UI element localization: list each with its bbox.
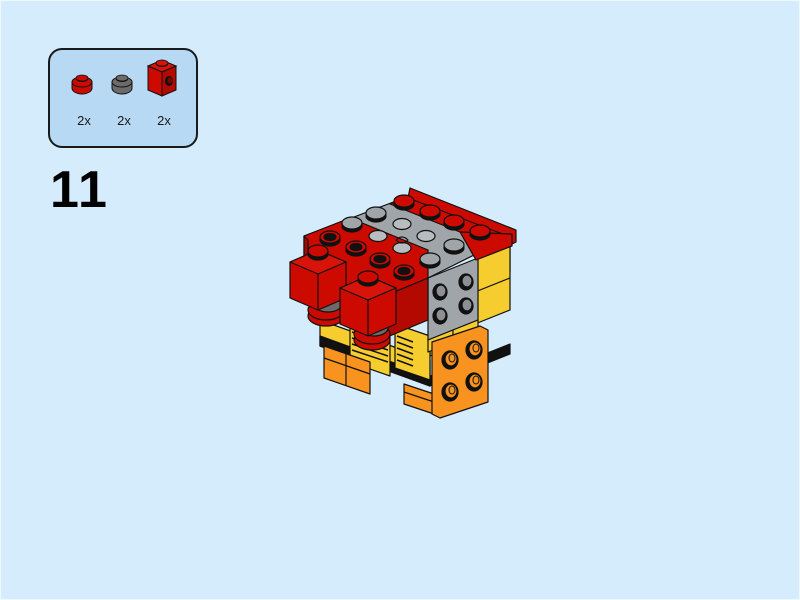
- build-model: [280, 180, 530, 420]
- part-quantity: 2x: [157, 113, 171, 128]
- part-red-round-plate: 2x: [64, 50, 104, 146]
- red-brick-stud-on-side-icon: [146, 59, 178, 97]
- gray-round-plate-icon: [111, 74, 133, 95]
- parts-callout: 2x 2x 2x: [48, 48, 198, 148]
- part-quantity: 2x: [117, 113, 131, 128]
- part-red-brick-stud-side: 2x: [144, 50, 184, 146]
- brickheadz-model-illustration: [289, 187, 517, 419]
- step-number: 11: [50, 161, 109, 219]
- part-gray-round-plate: 2x: [104, 50, 144, 146]
- part-quantity: 2x: [77, 113, 91, 128]
- red-round-plate-icon: [71, 74, 93, 95]
